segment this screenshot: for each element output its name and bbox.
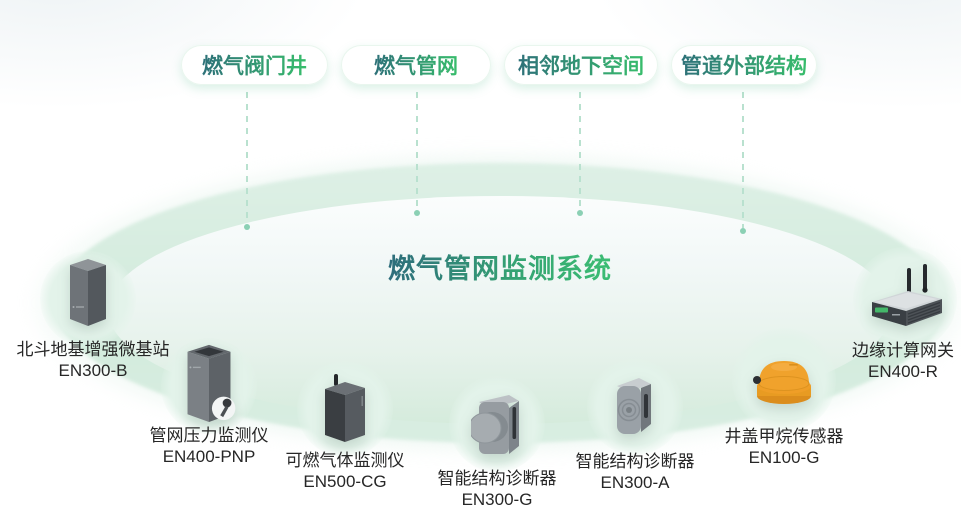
connector-line	[579, 92, 581, 210]
device-label: 智能结构诊断器 EN300-G	[402, 468, 592, 510]
device-label: 北斗地基增强微基站 EN300-B	[0, 339, 188, 381]
device-model-label: EN100-G	[748, 448, 820, 467]
category-pill-label: 燃气阀门井	[202, 50, 307, 80]
device-label: 可燃气体监测仪 EN500-CG	[250, 450, 440, 492]
beidou-base-station-icon	[70, 259, 106, 326]
category-pill-adjacent-underground-space[interactable]: 相邻地下空间	[504, 45, 658, 85]
smart-structure-diagnoser-icon	[617, 378, 651, 434]
device-label: 智能结构诊断器 EN300-A	[540, 451, 730, 493]
connector-dot	[577, 210, 583, 216]
device-name-label: 边缘计算网关	[852, 341, 954, 360]
device-model-label: EN400-R	[868, 362, 938, 381]
category-pill-gas-pipeline-network[interactable]: 燃气管网	[341, 45, 491, 85]
device-label: 边缘计算网关 EN400-R	[808, 340, 961, 382]
category-pill-gas-valve-well[interactable]: 燃气阀门井	[181, 45, 328, 85]
device-label: 管网压力监测仪 EN400-PNP	[114, 425, 304, 467]
device-name-label: 北斗地基增强微基站	[16, 340, 170, 359]
device-name-label: 智能结构诊断器	[437, 469, 557, 488]
connector-dot	[414, 210, 420, 216]
category-pill-label: 燃气管网	[374, 50, 458, 80]
connector-line	[742, 92, 744, 228]
system-title: 燃气管网监测系统	[349, 247, 651, 286]
category-pill-label: 相邻地下空间	[518, 50, 644, 80]
pipeline-pressure-monitor-icon	[187, 344, 236, 423]
smart-structure-diagnoser-icon	[471, 395, 519, 454]
category-pill-label: 管道外部结构	[681, 50, 807, 80]
device-model-label: EN300-A	[600, 473, 670, 492]
combustible-gas-monitor-icon	[325, 374, 365, 442]
edge-computing-gateway-icon	[872, 264, 942, 326]
category-pill-pipeline-external-structure[interactable]: 管道外部结构	[671, 45, 817, 85]
manhole-methane-sensor-icon	[753, 361, 811, 404]
connector-line	[416, 92, 418, 210]
connector-dot	[244, 224, 250, 230]
device-label: 井盖甲烷传感器 EN100-G	[689, 426, 879, 468]
device-model-label: EN400-PNP	[162, 447, 256, 466]
device-model-label: EN300-G	[461, 490, 533, 509]
device-name-label: 可燃气体监测仪	[285, 451, 405, 470]
connector-dot	[740, 228, 746, 234]
device-name-label: 管网压力监测仪	[149, 426, 269, 445]
device-name-label: 智能结构诊断器	[575, 452, 695, 471]
device-name-label: 井盖甲烷传感器	[724, 427, 844, 446]
device-model-label: EN300-B	[58, 361, 128, 380]
connector-line	[246, 92, 248, 224]
device-model-label: EN500-CG	[303, 472, 387, 491]
